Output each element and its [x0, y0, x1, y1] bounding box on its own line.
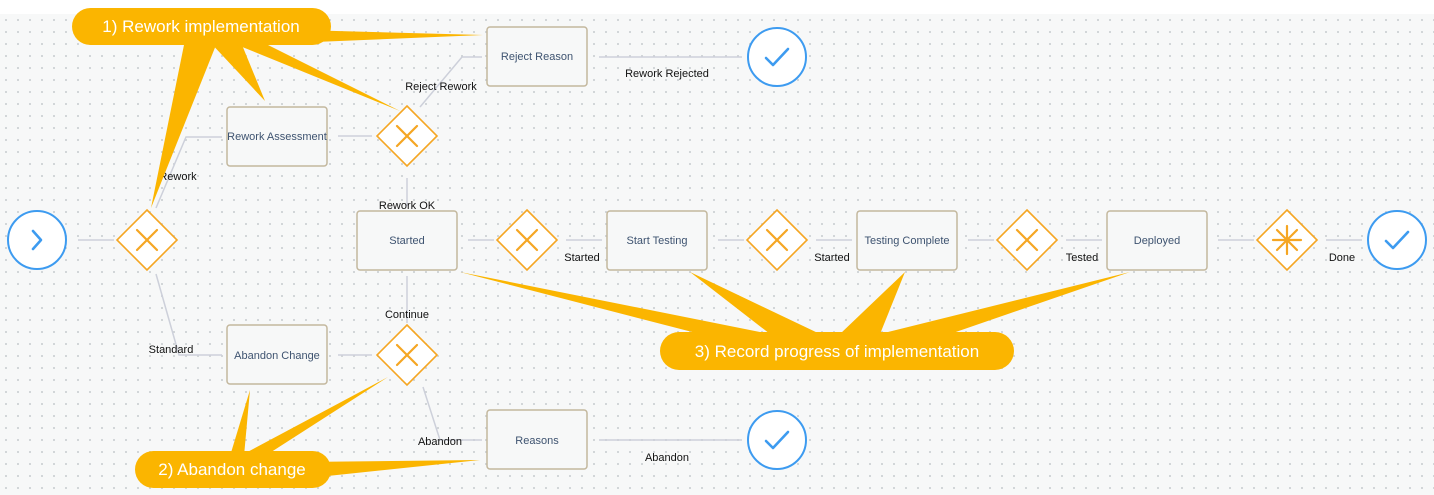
task-reject-reason[interactable]: Reject Reason	[486, 26, 588, 87]
flow-label-reject-rework: Reject Rework	[405, 81, 477, 93]
exclusive-gateway[interactable]	[375, 104, 439, 168]
callout-rework: 1) Rework implementation	[72, 8, 483, 208]
exclusive-gateway[interactable]	[995, 208, 1059, 272]
flow-label-standard: Standard	[149, 344, 194, 356]
asterisk-icon	[1271, 224, 1303, 256]
task-started[interactable]: Started	[356, 210, 458, 271]
callout-pointer	[151, 40, 218, 208]
x-mark-icon	[515, 228, 539, 252]
callout-pointer	[225, 40, 400, 111]
task-label: Reject Reason	[501, 51, 573, 63]
tasks: Reject Reason Rework Assessment Started …	[226, 26, 1208, 470]
flow-standard[interactable]	[155, 273, 222, 356]
task-label: Reasons	[515, 435, 559, 447]
callout-pointer	[460, 272, 770, 334]
x-mark-icon	[135, 228, 159, 252]
task-abandon-change[interactable]: Abandon Change	[226, 324, 328, 385]
callout-pointer	[208, 40, 265, 101]
callout-pointer	[880, 272, 1130, 334]
exclusive-gateway[interactable]	[745, 208, 809, 272]
callout-box	[660, 332, 1014, 370]
callout-record: 3) Record progress of implementation	[460, 272, 1130, 370]
flow-reject-rework[interactable]	[419, 56, 482, 108]
flow-label-abandon-in: Abandon	[418, 436, 462, 448]
sequence-flows	[78, 56, 1362, 441]
flow-label-started: Started	[814, 252, 849, 264]
exclusive-gateway[interactable]	[375, 323, 439, 387]
task-testing-complete[interactable]: Testing Complete	[856, 210, 958, 271]
callout-abandon: 2) Abandon change	[135, 377, 480, 488]
checkmark-icon	[764, 47, 790, 67]
callout-pointer	[300, 30, 483, 42]
x-mark-icon	[765, 228, 789, 252]
checkmark-icon	[1384, 230, 1410, 250]
x-mark-icon	[395, 124, 419, 148]
callout-text: 2) Abandon change	[158, 460, 305, 479]
task-reasons[interactable]: Reasons	[486, 409, 588, 470]
task-rework-assessment[interactable]: Rework Assessment	[226, 106, 328, 167]
task-deployed[interactable]: Deployed	[1106, 210, 1208, 271]
task-label: Abandon Change	[234, 350, 320, 362]
flow-rework[interactable]	[155, 136, 222, 209]
checkmark-icon	[764, 430, 790, 450]
callout-pointer	[840, 272, 905, 334]
events	[7, 27, 1427, 470]
callout-box	[72, 8, 331, 45]
flow-label-tested: Tested	[1066, 252, 1098, 264]
exclusive-gateway[interactable]	[115, 208, 179, 272]
task-label: Started	[389, 235, 424, 247]
flow-label-done: Done	[1329, 252, 1355, 264]
flow-abandon-in[interactable]	[422, 386, 482, 441]
complex-gateway[interactable]	[1255, 208, 1319, 272]
flow-label-abandon-out: Abandon	[645, 452, 689, 464]
x-mark-icon	[1015, 228, 1039, 252]
callout-pointer	[690, 272, 820, 334]
gateways	[115, 104, 1319, 387]
chevron-right-icon	[31, 229, 43, 251]
callout-pointer	[240, 377, 388, 456]
flow-label-rework: Rework	[159, 171, 197, 183]
flow-label-rework-ok: Rework OK	[379, 200, 436, 212]
task-label: Rework Assessment	[227, 131, 327, 143]
exclusive-gateway[interactable]	[495, 208, 559, 272]
task-label: Testing Complete	[865, 235, 950, 247]
flow-label-continue: Continue	[385, 309, 429, 321]
end-event-done[interactable]	[1367, 210, 1427, 270]
start-event[interactable]	[7, 210, 67, 270]
end-event-rework-rejected[interactable]	[747, 27, 807, 87]
end-event-abandon[interactable]	[747, 410, 807, 470]
callout-pointer	[230, 390, 250, 456]
callout-text: 1) Rework implementation	[102, 17, 299, 36]
callout-pointer	[300, 460, 480, 477]
x-mark-icon	[395, 343, 419, 367]
flow-labels: Rework Standard Reject Rework Rework OK …	[149, 68, 1355, 464]
flow-label-started: Started	[564, 252, 599, 264]
flow-label-rework-rejected: Rework Rejected	[625, 68, 709, 80]
task-start-testing[interactable]: Start Testing	[606, 210, 708, 271]
task-label: Deployed	[1134, 235, 1180, 247]
callout-text: 3) Record progress of implementation	[695, 342, 979, 361]
callout-box	[135, 451, 331, 488]
task-label: Start Testing	[627, 235, 688, 247]
